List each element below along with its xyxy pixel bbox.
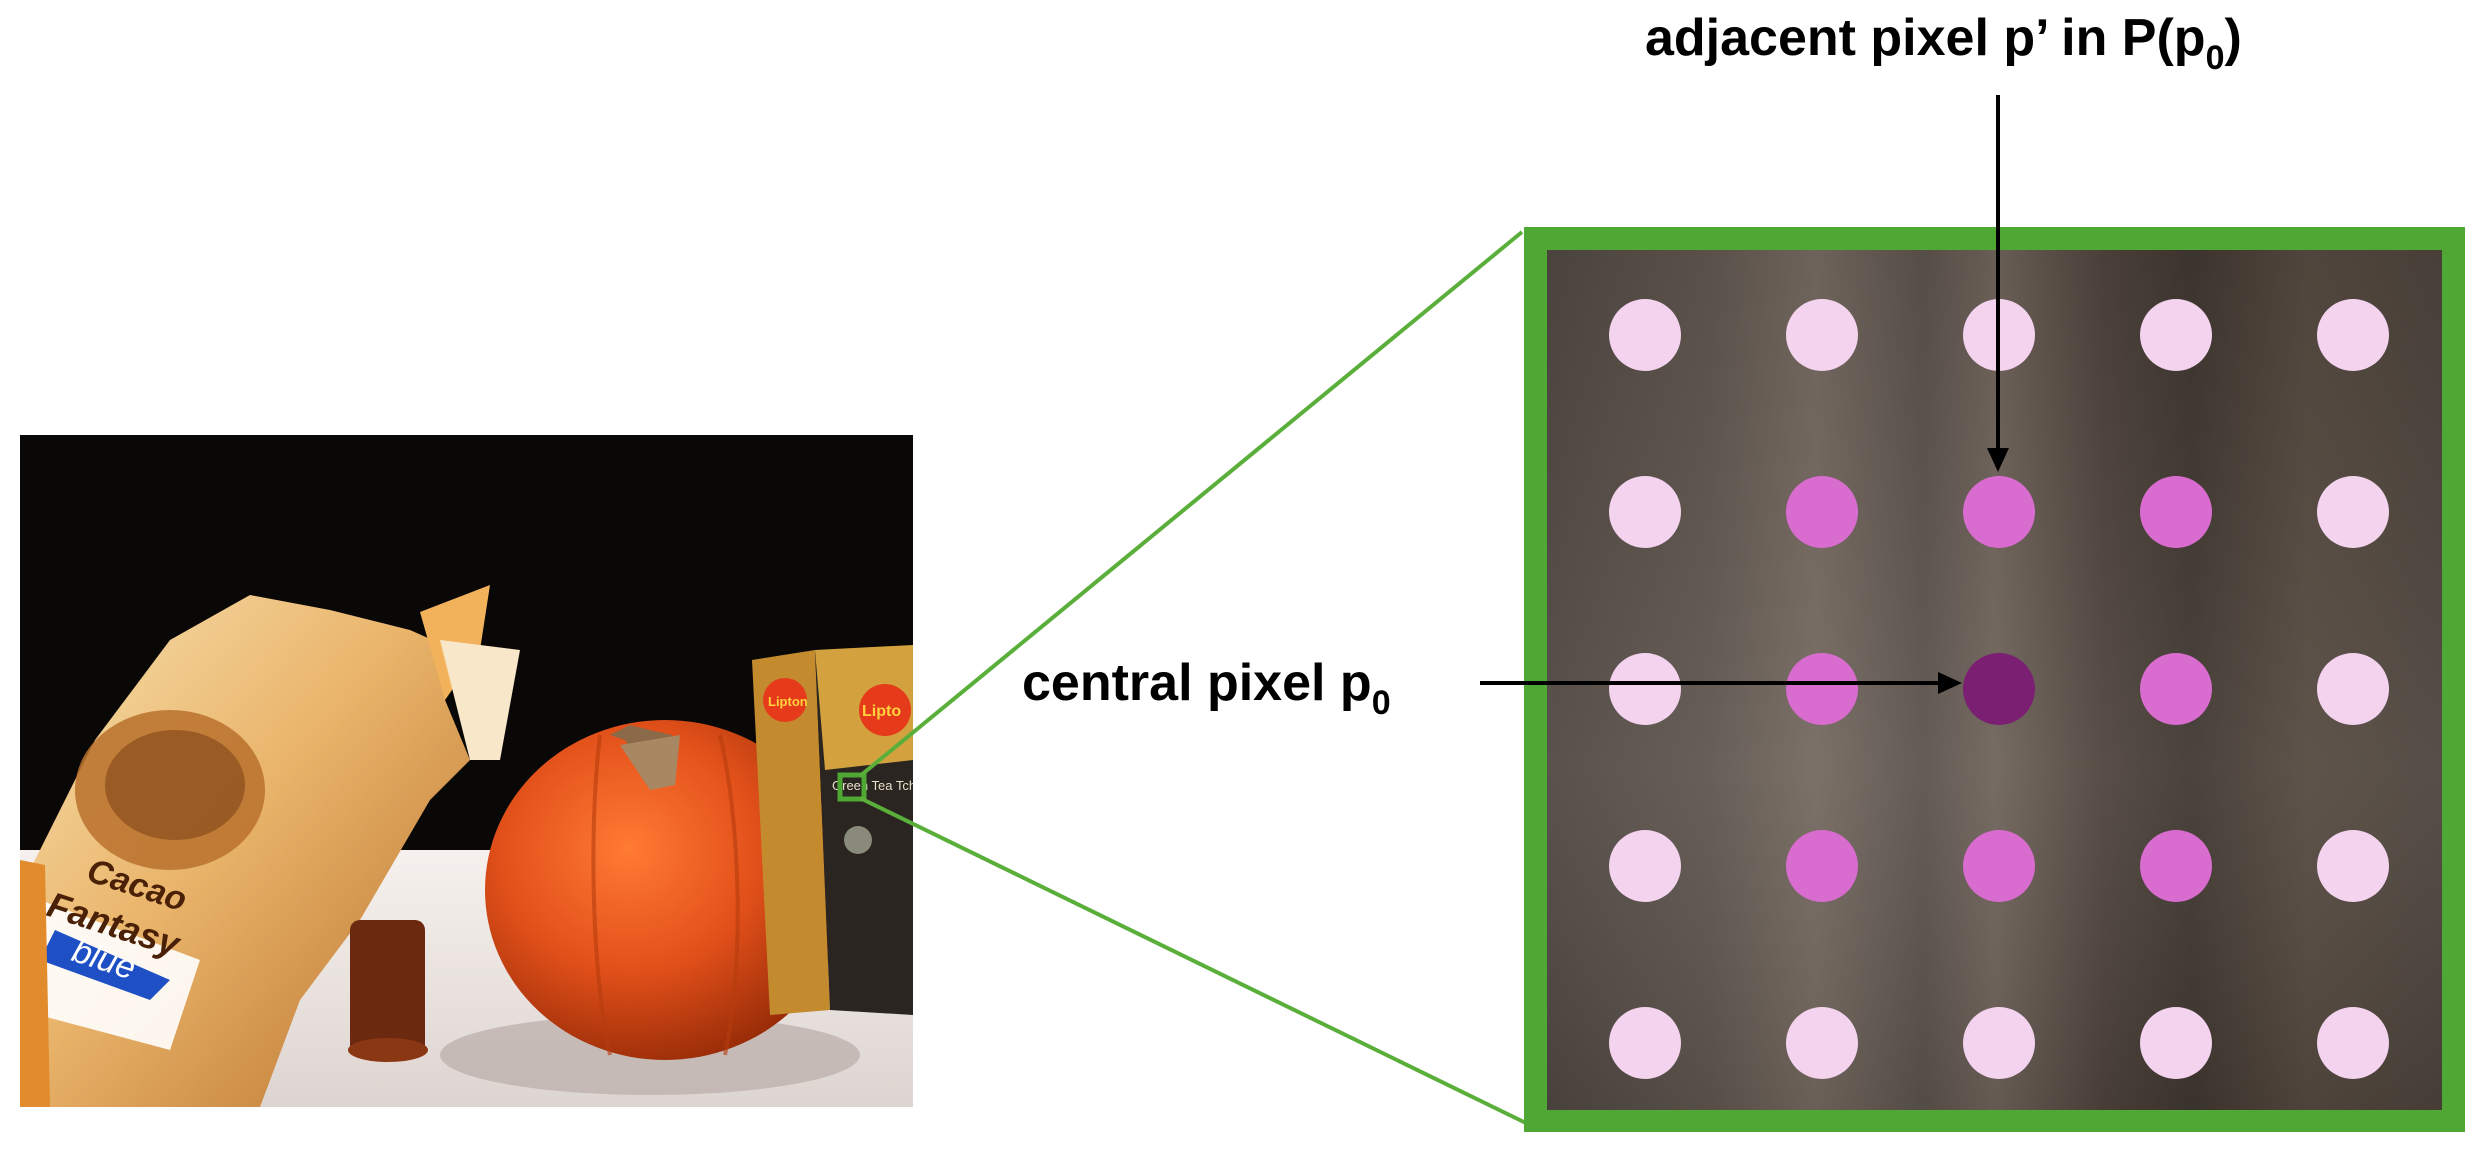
zoomed-patch xyxy=(1524,227,2465,1132)
outer-pixel-0-4 xyxy=(2317,299,2389,371)
outer-pixel-0-0 xyxy=(1609,299,1681,371)
outer-pixel-0-3 xyxy=(2140,299,2212,371)
scene-photo: Cacao Fantasy blue Lipton Lipto Gree xyxy=(20,435,916,1110)
label-central-sub: 0 xyxy=(1372,684,1391,722)
connector-line-bottom xyxy=(860,798,1530,1125)
outer-pixel-4-2 xyxy=(1963,1007,2035,1079)
outer-pixel-4-4 xyxy=(2317,1007,2389,1079)
outer-pixel-1-4 xyxy=(2317,476,2389,548)
label-adjacent-close: ) xyxy=(2225,9,2242,67)
adjacent-pixel-3-2 xyxy=(1963,830,2035,902)
outer-pixel-3-0 xyxy=(1609,830,1681,902)
adjacent-pixel-3-1 xyxy=(1786,830,1858,902)
label-central-main: central pixel p xyxy=(1022,654,1372,712)
tea-box: Lipton Lipto Green Tea Tch xyxy=(752,645,916,1015)
outer-pixel-2-0 xyxy=(1609,653,1681,725)
label-adjacent-sub: 0 xyxy=(2206,39,2225,77)
adjacent-pixel-3-3 xyxy=(2140,830,2212,902)
svg-text:Lipton: Lipton xyxy=(768,694,808,709)
svg-text:Green Tea Tch: Green Tea Tch xyxy=(832,778,916,793)
outer-pixel-1-0 xyxy=(1609,476,1681,548)
svg-text:Lipto: Lipto xyxy=(862,703,901,720)
central-pixel-2-2 xyxy=(1963,653,2035,725)
adjacent-pixel-1-1 xyxy=(1786,476,1858,548)
outer-pixel-2-4 xyxy=(2317,653,2389,725)
label-central: central pixel p0 xyxy=(1022,654,1391,722)
outer-pixel-0-1 xyxy=(1786,299,1858,371)
adjacent-pixel-1-2 xyxy=(1963,476,2035,548)
outer-pixel-4-1 xyxy=(1786,1007,1858,1079)
outer-pixel-4-3 xyxy=(2140,1007,2212,1079)
adjacent-pixel-2-1 xyxy=(1786,653,1858,725)
outer-pixel-3-4 xyxy=(2317,830,2389,902)
label-adjacent: adjacent pixel p’ in P(p0) xyxy=(1645,9,2242,77)
outer-pixel-4-0 xyxy=(1609,1007,1681,1079)
adjacent-pixel-1-3 xyxy=(2140,476,2212,548)
label-adjacent-main: adjacent pixel p’ in P(p xyxy=(1645,9,2206,67)
adjacent-pixel-2-3 xyxy=(2140,653,2212,725)
